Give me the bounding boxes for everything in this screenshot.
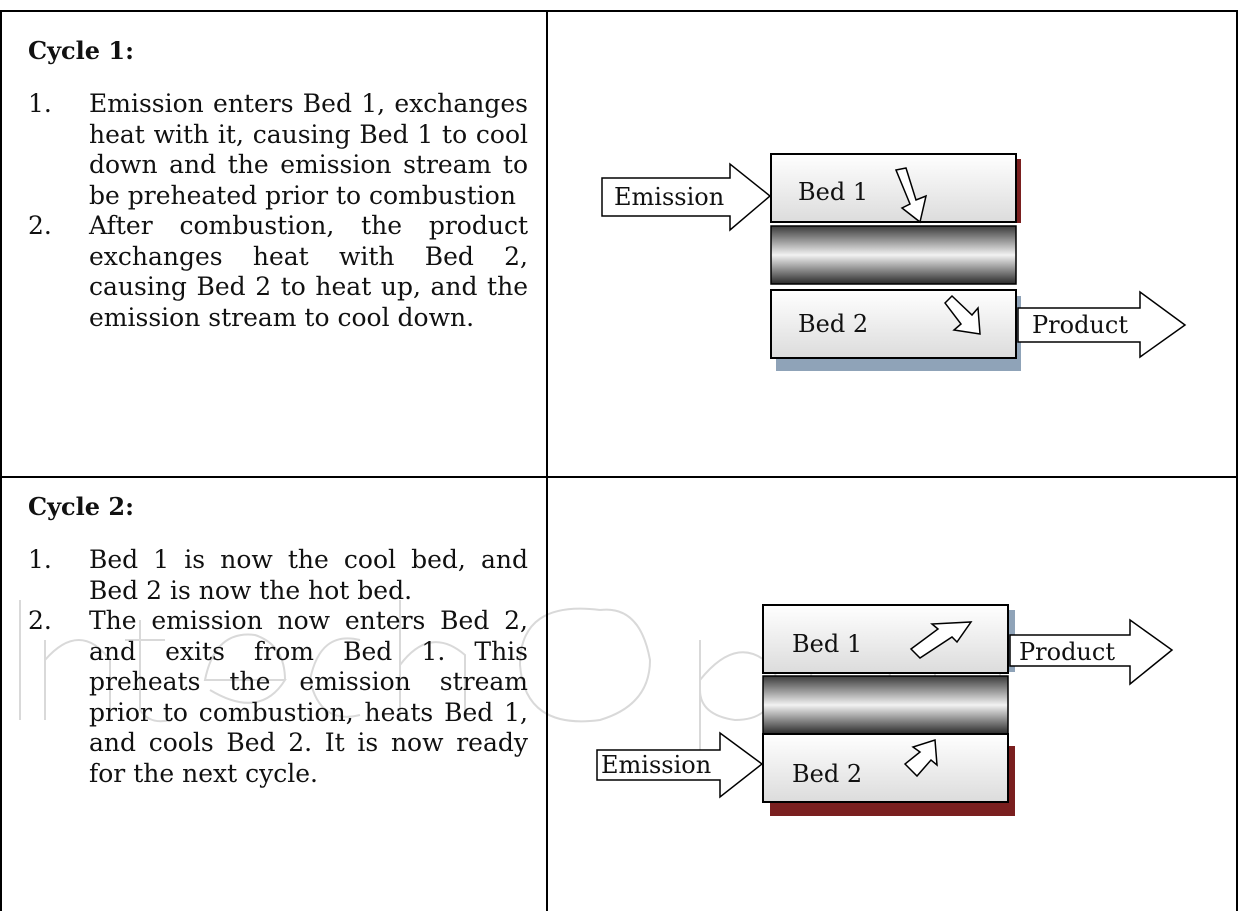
step-text: Emission enters Bed 1, exchanges heat wi…	[89, 89, 528, 210]
list-item: 2. The emission now enters Bed 2, and exi…	[28, 606, 528, 789]
separator-drum	[770, 225, 1017, 285]
step-number: 2.	[28, 606, 52, 635]
step-number: 2.	[28, 211, 52, 240]
product-arrow	[1017, 290, 1187, 359]
emission-arrow	[596, 731, 764, 799]
down-arrow-icon	[894, 167, 928, 224]
separator-drum	[762, 675, 1009, 735]
cycle-2-steps: 1. Bed 1 is now the cool bed, and Bed 2 i…	[28, 545, 528, 789]
emission-label: Emission	[601, 751, 711, 779]
cycle-2-heading: Cycle 2:	[28, 492, 134, 521]
list-item: 1. Bed 1 is now the cool bed, and Bed 2 i…	[28, 545, 528, 606]
bed-1-label: Bed 1	[792, 630, 862, 658]
table-border-right	[1236, 10, 1238, 911]
bed-2-label: Bed 2	[792, 760, 862, 788]
step-text: After combustion, the product exchanges …	[89, 211, 528, 332]
step-number: 1.	[28, 545, 52, 574]
bed-1-box	[762, 604, 1009, 674]
table-border-top	[0, 10, 1238, 12]
list-item: 1. Emission enters Bed 1, exchanges heat …	[28, 89, 528, 211]
table-border-left	[0, 10, 2, 911]
bed-1-label: Bed 1	[798, 178, 868, 206]
product-label: Product	[1032, 311, 1128, 339]
list-item: 2. After combustion, the product exchange…	[28, 211, 528, 333]
bed-1-box	[770, 153, 1017, 223]
cycle-1-heading: Cycle 1:	[28, 36, 134, 65]
bed-2-box	[762, 733, 1009, 803]
diagonal-arrow-icon	[909, 621, 973, 659]
step-number: 1.	[28, 89, 52, 118]
diagonal-arrow-icon	[903, 738, 938, 778]
cycle-1-steps: 1. Emission enters Bed 1, exchanges heat …	[28, 89, 528, 333]
step-text: The emission now enters Bed 2, and exits…	[89, 606, 528, 788]
table-divider-horizontal	[0, 476, 1238, 478]
emission-arrow	[601, 162, 772, 232]
cycle-1-diagram: Bed 1 Bed 2 Emission Product	[601, 153, 1187, 371]
cycle-2-cell: Cycle 2: 1. Bed 1 is now the cool bed, an…	[28, 492, 528, 789]
product-arrow	[1009, 618, 1174, 686]
emission-label: Emission	[614, 183, 724, 211]
diagonal-arrow-icon	[944, 294, 981, 335]
bed-2-label: Bed 2	[798, 310, 868, 338]
product-label: Product	[1019, 638, 1115, 666]
step-text: Bed 1 is now the cool bed, and Bed 2 is …	[89, 545, 528, 605]
cycle-2-diagram: Bed 1 Bed 2 Emission Product	[596, 604, 1174, 816]
table-divider-vertical	[546, 10, 548, 911]
cycle-1-cell: Cycle 1: 1. Emission enters Bed 1, exchan…	[28, 36, 528, 333]
